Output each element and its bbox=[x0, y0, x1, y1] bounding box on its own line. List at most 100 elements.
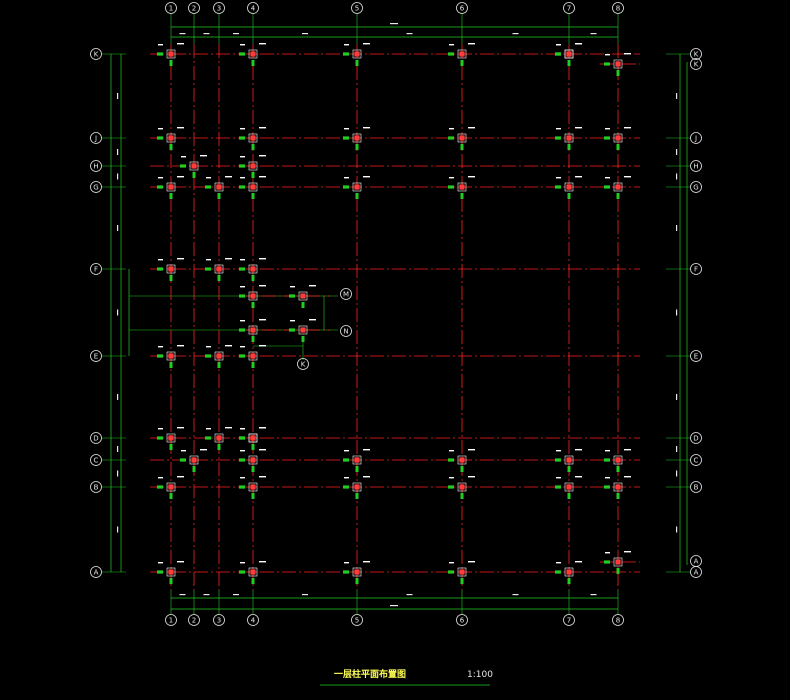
axis-bubble-sub-N: N bbox=[340, 325, 352, 337]
column-tag-bar bbox=[616, 493, 620, 499]
column-tag-bar bbox=[616, 568, 620, 574]
column-tag-bar bbox=[448, 458, 454, 462]
axis-bubble-circle bbox=[690, 432, 702, 444]
axis-bubble-circle bbox=[188, 614, 200, 626]
dimension-value-mark bbox=[117, 526, 119, 533]
column-section bbox=[459, 51, 465, 57]
column-outline bbox=[248, 325, 258, 335]
axis-bubble-left-H: H bbox=[90, 160, 102, 172]
column-F-1 bbox=[157, 258, 184, 281]
column-label-mark bbox=[259, 345, 266, 347]
column-tag-bar bbox=[157, 570, 163, 574]
column-tag-bar bbox=[251, 193, 255, 199]
column-tag-bar bbox=[289, 328, 295, 332]
column-tag-bar bbox=[239, 185, 245, 189]
column-tag-bar bbox=[460, 493, 464, 499]
dimension-value-mark bbox=[117, 309, 119, 316]
axis-bubble-right-J: J bbox=[690, 132, 702, 144]
column-outline bbox=[613, 557, 623, 567]
axis-bubble-circle bbox=[90, 160, 102, 172]
column-outline bbox=[166, 264, 176, 274]
column-outline bbox=[298, 291, 308, 301]
column-label-mark bbox=[158, 477, 163, 479]
column-tag-bar bbox=[169, 193, 173, 199]
axis-bubble-label: K bbox=[694, 60, 699, 68]
column-label-mark bbox=[240, 477, 245, 479]
column-label-mark bbox=[344, 450, 349, 452]
column-label-mark bbox=[556, 177, 561, 179]
axis-bubble-left-J: J bbox=[90, 132, 102, 144]
dimension-value-mark bbox=[676, 149, 678, 155]
column-tag-bar bbox=[205, 267, 211, 271]
column-tag-bar bbox=[567, 144, 571, 150]
column-section bbox=[250, 457, 256, 463]
axis-bubble-label: G bbox=[93, 183, 98, 191]
column-label-mark bbox=[259, 176, 266, 178]
column-label-mark bbox=[344, 177, 349, 179]
axis-bubble-top-5: 5 bbox=[351, 2, 363, 14]
column-outline bbox=[166, 433, 176, 443]
dimension-value-mark bbox=[406, 594, 413, 596]
column-tag-bar bbox=[239, 328, 245, 332]
column-C-8 bbox=[604, 449, 631, 472]
column-tag-bar bbox=[180, 458, 186, 462]
axis-bubble-circle bbox=[690, 350, 702, 362]
column-label-mark bbox=[556, 128, 561, 130]
axis-bubble-left-G: G bbox=[90, 181, 102, 193]
column-outline bbox=[248, 264, 258, 274]
column-A-5 bbox=[343, 561, 370, 584]
axis-bubble-right-A: A bbox=[690, 566, 702, 578]
column-label-mark bbox=[449, 450, 454, 452]
axis-bubble-label: D bbox=[93, 434, 98, 442]
axis-bubble-left-D: D bbox=[90, 432, 102, 444]
axis-bubble-circle bbox=[456, 614, 468, 626]
column-section bbox=[250, 184, 256, 190]
column-section bbox=[250, 569, 256, 575]
column-tag-bar bbox=[157, 136, 163, 140]
column-label-mark bbox=[259, 319, 266, 321]
axis-bubble-label: D bbox=[693, 434, 698, 442]
axis-bubble-label: 1 bbox=[169, 4, 173, 12]
axis-bubble-circle bbox=[563, 2, 575, 14]
column-J-5 bbox=[343, 127, 370, 150]
column-tag-bar bbox=[217, 193, 221, 199]
column-outline bbox=[248, 133, 258, 143]
column-B-7 bbox=[555, 476, 582, 499]
dimension-value-mark bbox=[179, 33, 186, 35]
column-label-mark bbox=[177, 561, 184, 563]
axis-bubble-circle bbox=[90, 566, 102, 578]
axis-bubble-bottom-7: 7 bbox=[563, 614, 575, 626]
axis-bubble-left-F: F bbox=[90, 263, 102, 275]
column-tag-bar bbox=[343, 52, 349, 56]
column-outline bbox=[613, 133, 623, 143]
axis-bubble-right-sub-bottom: A bbox=[690, 555, 702, 567]
column-tag-bar bbox=[157, 185, 163, 189]
column-J-7 bbox=[555, 127, 582, 150]
dimension-value-mark bbox=[512, 594, 519, 596]
column-tag-bar bbox=[180, 164, 186, 168]
axis-bubble-circle bbox=[690, 132, 702, 144]
dimension-value-mark bbox=[676, 470, 678, 477]
axis-bubble-label: E bbox=[94, 352, 98, 360]
axis-bubble-circle bbox=[690, 555, 702, 567]
column-tag-bar bbox=[555, 52, 561, 56]
column-tag-bar bbox=[251, 172, 255, 178]
axis-bubble-label: M bbox=[343, 290, 349, 298]
axis-bubble-circle bbox=[690, 181, 702, 193]
axis-bubble-label: G bbox=[693, 183, 698, 191]
column-sub-M-extra bbox=[289, 285, 316, 308]
axis-bubble-bottom-3: 3 bbox=[213, 614, 225, 626]
dimension-value-mark bbox=[676, 526, 678, 533]
column-tag-bar bbox=[169, 275, 173, 281]
column-tag-bar bbox=[251, 302, 255, 308]
dimension-value-mark bbox=[676, 394, 678, 400]
column-tag-bar bbox=[169, 144, 173, 150]
column-label-mark bbox=[259, 561, 266, 563]
column-outline bbox=[564, 182, 574, 192]
column-tag-bar bbox=[460, 466, 464, 472]
column-G-6 bbox=[448, 176, 475, 199]
axis-bubble-label: A bbox=[94, 568, 99, 576]
column-section bbox=[566, 135, 572, 141]
column-section bbox=[191, 457, 197, 463]
